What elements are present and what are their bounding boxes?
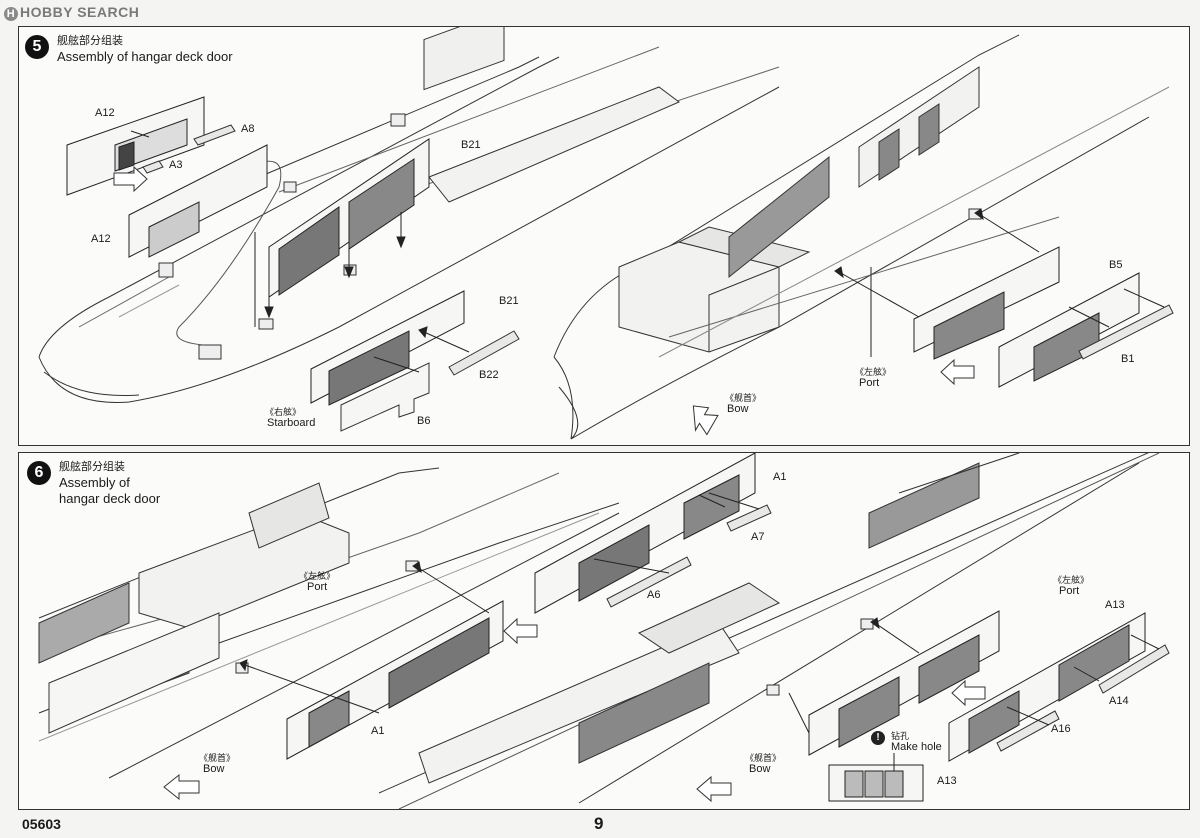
label-a14: A14: [1109, 695, 1129, 707]
starboard-hull-keel: [38, 86, 780, 403]
part-b5-lower: [998, 272, 1140, 388]
product-code: 05603: [22, 816, 61, 832]
part-a8: [193, 124, 236, 146]
label-port-en: Port: [859, 377, 880, 389]
label-bow-cn: 《舰首》: [725, 394, 762, 404]
label-port-cn: 《左舷》: [855, 368, 892, 378]
label-a1-left: A1: [371, 725, 385, 737]
label-a13-upper: A13: [1105, 599, 1125, 611]
step-6-title-en-2: hangar deck door: [59, 491, 161, 506]
part-a13-lower: [948, 612, 1146, 762]
label-b5: B5: [1109, 259, 1123, 271]
label-bow-en: Bow: [727, 403, 749, 415]
step-5-panel: 5 舰舷部分组装 Assembly of hangar deck door A1…: [18, 26, 1190, 446]
part-b5-upper: [913, 246, 1060, 360]
label-bow-left-cn: 《舰首》: [199, 754, 236, 764]
page-number: 9: [594, 814, 604, 833]
label-b22: B22: [479, 369, 499, 381]
part-a12-upper: [66, 96, 205, 196]
label-a13-detail: A13: [937, 775, 957, 787]
label-port-right-cn: 《左舷》: [1053, 576, 1090, 586]
label-bow-left-en: Bow: [203, 763, 225, 775]
label-bow-right-en: Bow: [749, 763, 771, 775]
part-a1-left: [286, 600, 504, 760]
step-5-title-cn: 舰舷部分组装: [57, 34, 123, 47]
starboard-hull-outline: [38, 56, 560, 358]
part-a13-centre: [808, 610, 1000, 756]
label-port-left-cn: 《左舷》: [299, 572, 336, 582]
make-hole-detail: [828, 753, 924, 802]
step-6-drawing: [38, 453, 1170, 809]
label-b6: B6: [417, 415, 431, 427]
step6-hollow-arrow-bow-left: [163, 773, 200, 801]
step-5-title-en: Assembly of hangar deck door: [57, 49, 233, 64]
label-a16: A16: [1051, 723, 1071, 735]
step5-hollow-arrow-right: [940, 358, 975, 386]
part-a16: [996, 710, 1060, 752]
label-b21-upper: B21: [461, 139, 481, 151]
label-port-left-en: Port: [307, 581, 328, 593]
part-a12-lower: [128, 144, 268, 258]
step6-hollow-arrow-left: [503, 617, 538, 645]
label-a6: A6: [647, 589, 661, 601]
make-hole-icon: !: [871, 731, 885, 745]
part-b6: [340, 362, 430, 432]
step-5-title: 舰舷部分组装 Assembly of hangar deck door: [57, 33, 233, 65]
label-b1: B1: [1121, 353, 1135, 365]
label-a8: A8: [241, 123, 255, 135]
step-6-number: 6: [27, 461, 51, 485]
label-a7: A7: [751, 531, 765, 543]
step-6-title-en-1: Assembly of: [59, 475, 130, 490]
label-bow-right-cn: 《舰首》: [745, 754, 782, 764]
part-b21-upper: [268, 138, 430, 298]
label-starboard-cn: 《右舷》: [265, 408, 302, 418]
label-a3: A3: [169, 159, 183, 171]
label-a1-top: A1: [773, 471, 787, 483]
watermark-badge: H: [4, 7, 18, 21]
label-starboard-en: Starboard: [267, 417, 316, 429]
label-make-hole-en: Make hole: [891, 741, 942, 753]
step5-hollow-arrow-left: [113, 165, 148, 193]
label-a12-upper: A12: [95, 107, 115, 119]
step6-hollow-arrow-bow-right: [696, 775, 732, 803]
label-b21-lower: B21: [499, 295, 519, 307]
label-a12-lower: A12: [91, 233, 111, 245]
step-6-title: 舰舷部分组装 Assembly of hangar deck door: [59, 459, 160, 507]
step6-hollow-arrow-right: [951, 679, 986, 707]
step-6-title-cn: 舰舷部分组装: [59, 460, 125, 473]
part-a14: [1098, 644, 1170, 694]
part-b21-lower: [310, 290, 465, 406]
step-5-drawing: [38, 27, 1174, 440]
part-a3: [142, 160, 164, 174]
part-b1: [1078, 304, 1174, 360]
port-hull-keel: [558, 116, 1150, 440]
step-6-panel: 6 舰舷部分组装 Assembly of hangar deck door A1…: [18, 452, 1190, 810]
watermark-text: HOBBY SEARCH: [20, 4, 140, 20]
label-make-hole-cn: 钻孔: [891, 732, 910, 742]
part-a7: [726, 504, 772, 532]
label-port-right-en: Port: [1059, 585, 1080, 597]
step-5-number: 5: [25, 35, 49, 59]
part-b22: [448, 330, 520, 376]
step5-hollow-arrow-bow: [692, 405, 719, 436]
